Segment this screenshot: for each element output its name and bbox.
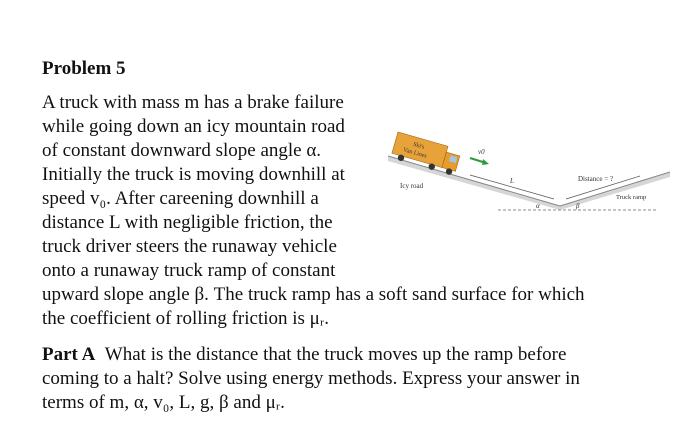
truck-window	[448, 155, 458, 164]
icy-road-edge	[388, 155, 561, 207]
problem-line: the coefficient of rolling friction is μ…	[42, 308, 329, 329]
problem-line: of constant downward slope angle α.	[42, 140, 322, 161]
part-a-line: terms of m, α, v₀, L, g, β and μᵣ.	[42, 392, 285, 413]
problem-line: while going down an icy mountain road	[42, 116, 345, 137]
distance-L-arrow	[469, 174, 555, 200]
problem-title: Problem 5	[42, 58, 126, 79]
icy-road-label: Icy road	[400, 182, 424, 190]
problem-line: A truck with mass m has a brake failure	[42, 92, 344, 113]
problem-line: distance L with negligible friction, the	[42, 212, 333, 233]
distance-L-label: L	[509, 177, 514, 185]
problem-line: upward slope angle β. The truck ramp has…	[42, 284, 585, 305]
truck-wheel	[445, 168, 453, 175]
truck-ramp-edge	[559, 171, 670, 207]
problem-line: Initially the truck is moving downhill a…	[42, 164, 345, 185]
velocity-arrowhead	[482, 159, 489, 165]
velocity-label: v0	[478, 148, 485, 156]
truck-ramp-surface	[560, 172, 670, 210]
part-a-text: What is the distance that the truck move…	[104, 344, 567, 365]
part-a-line: Part A What is the distance that the tru…	[42, 343, 566, 367]
part-a-label: Part A	[42, 344, 96, 365]
truck-ramp-label: Truck ramp	[616, 194, 646, 201]
problem-line: truck driver steers the runaway vehicle	[42, 236, 337, 257]
distance-ramp-arrow	[565, 175, 641, 200]
beta-label: β	[575, 202, 580, 210]
problem-line: onto a runaway truck ramp of constant	[42, 260, 336, 281]
truck-wheel	[428, 163, 435, 170]
truck: Ski's Van Lines	[391, 131, 461, 175]
part-a-line: coming to a halt? Solve using energy met…	[42, 368, 580, 389]
alpha-label: α	[536, 202, 540, 210]
truck-ramp-figure: Ski's Van Lines v0 Icy road L Distance =…	[388, 131, 670, 211]
truck-text-1: Ski's	[412, 142, 425, 151]
distance-label: Distance = ?	[578, 175, 613, 183]
problem-line: speed v₀. After careening downhill a	[42, 188, 319, 209]
truck-wheel	[397, 154, 405, 162]
